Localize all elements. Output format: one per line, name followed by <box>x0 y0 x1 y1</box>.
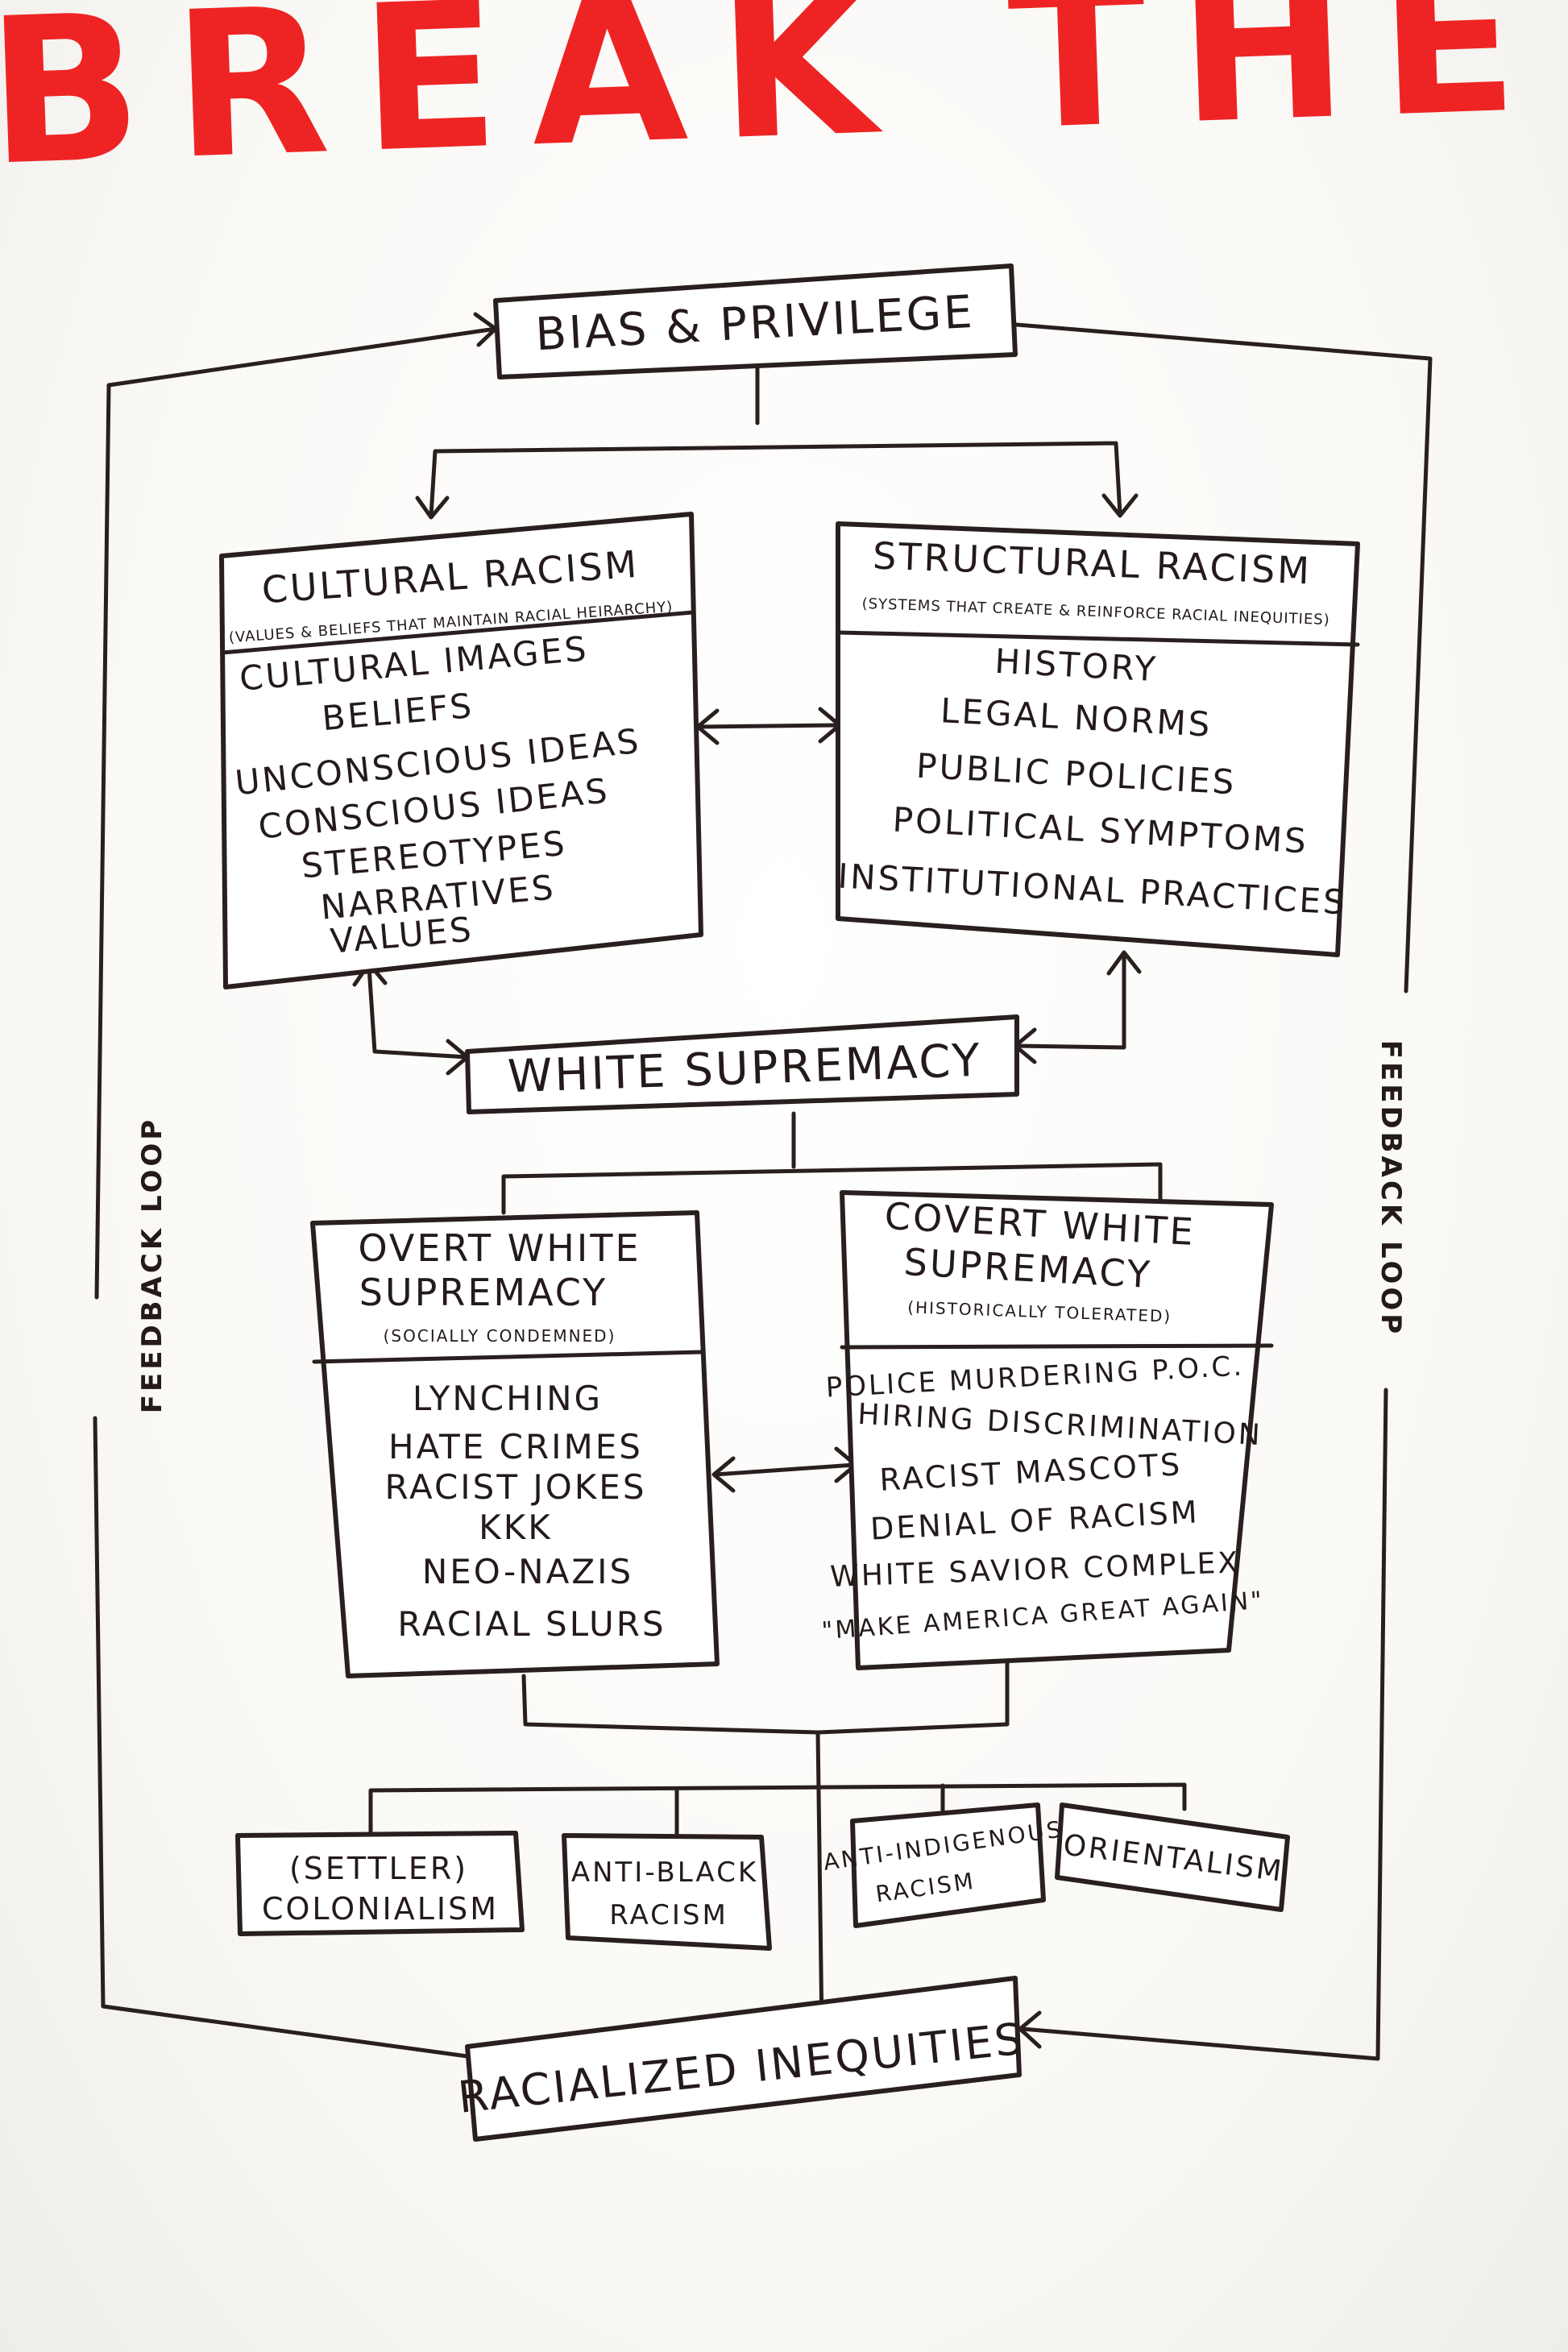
anti-black-line-1: ANTI-BLACK <box>571 1856 758 1889</box>
arrow-up-structural <box>1106 950 1142 976</box>
bias-privilege-box <box>493 263 1018 380</box>
feedback-loop-right-line <box>1005 321 1433 2061</box>
settler-line-2: COLONIALISM <box>262 1891 499 1927</box>
orientalism-box: ORIENTALISM <box>1055 1802 1290 1912</box>
settler-line-1: (SETTLER) <box>289 1851 468 1886</box>
overt-item: LYNCHING <box>413 1379 603 1418</box>
forms-branch-line <box>368 1782 1187 1836</box>
arrow-to-cultural <box>415 496 450 520</box>
cultural-structural-link <box>697 723 840 729</box>
overt-white-supremacy-box: OVERT WHITE SUPREMACY (SOCIALLY CONDEMNE… <box>310 1210 720 1678</box>
cultural-racism-box: CULTURAL RACISM (VALUES & BELIEFS THAT M… <box>219 512 703 989</box>
feedback-loop-left-label: FEEDBACK LOOP <box>136 1117 168 1413</box>
overt-subtitle: (SOCIALLY CONDEMNED) <box>384 1326 616 1346</box>
structural-item: HISTORY <box>993 641 1159 690</box>
arrow-left-overt <box>711 1456 736 1493</box>
white-supremacy-box <box>465 1014 1019 1114</box>
overt-item: KKK <box>479 1508 553 1547</box>
overt-item: RACIST JOKES <box>384 1467 646 1507</box>
overt-title-line-1: OVERT WHITE <box>358 1226 641 1270</box>
cultural-to-ws-line <box>367 964 470 1060</box>
overt-title-line-2: SUPREMACY <box>359 1271 608 1314</box>
anti-indigenous-racism-box: ANTI-INDIGENOUS RACISM <box>822 1802 1065 1928</box>
feedback-loop-left-line <box>93 326 498 2059</box>
overt-item: NEO-NAZIS <box>422 1552 633 1591</box>
anti-black-line-2: RACISM <box>609 1899 728 1931</box>
anti-black-racism-box: ANTI-BLACK RACISM <box>562 1833 772 1951</box>
structural-racism-box: STRUCTURAL RACISM (SYSTEMS THAT CREATE &… <box>836 521 1360 957</box>
overt-item: RACIAL SLURS <box>397 1604 666 1644</box>
overt-covert-link <box>713 1462 857 1477</box>
bias-branch-line <box>429 360 1122 518</box>
feedback-loop-right-label: FEEDBACK LOOP <box>1375 1040 1407 1337</box>
arrow-to-structural <box>1101 493 1139 518</box>
structural-to-ws-line <box>1013 952 1126 1050</box>
overt-item: HATE CRIMES <box>388 1427 643 1466</box>
feedback-arrow-to-inequities <box>1018 2010 1042 2049</box>
ws-branch-line <box>501 1111 1163 1215</box>
racialized-inequities-box <box>465 1976 1022 2142</box>
covert-white-supremacy-box: COVERT WHITE SUPREMACY (HISTORICALLY TOL… <box>821 1190 1274 1670</box>
supremacy-merge-line <box>521 1657 1010 2033</box>
settler-colonialism-box: (SETTLER) COLONIALISM <box>235 1831 525 1936</box>
